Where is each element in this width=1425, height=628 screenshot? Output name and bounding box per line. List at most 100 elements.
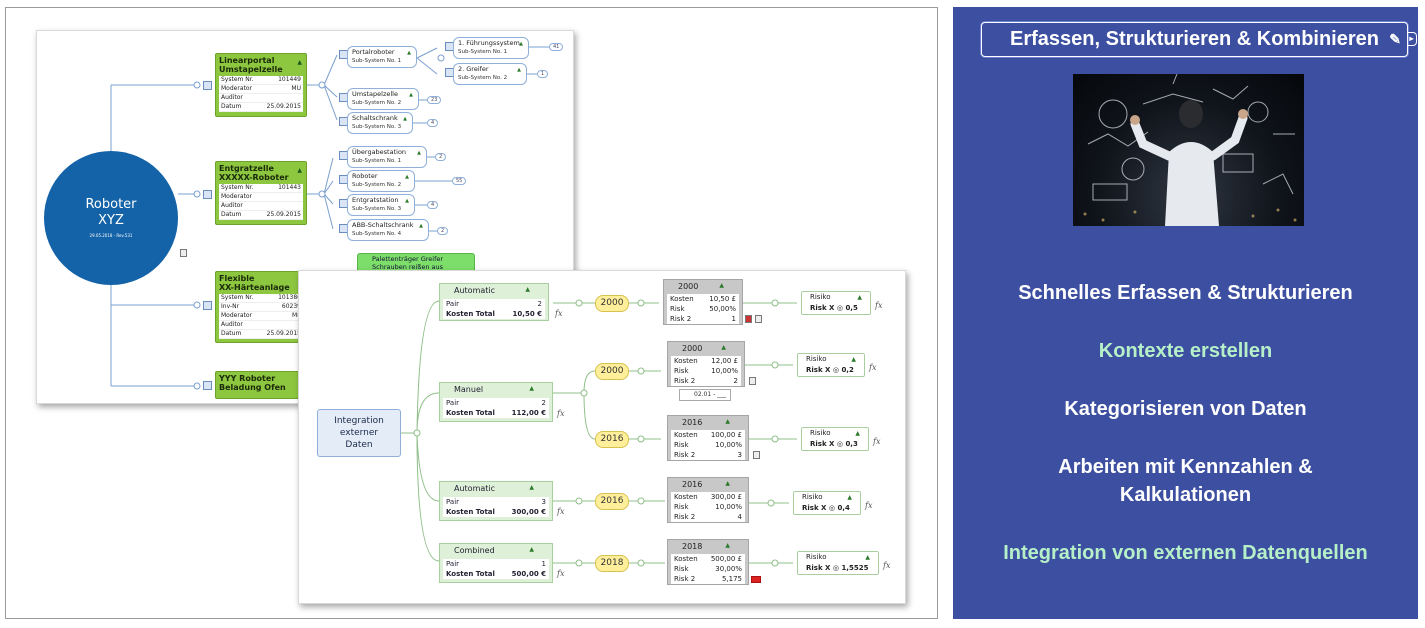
year-badge[interactable]: 2018 xyxy=(595,555,629,572)
central-topic-integration[interactable]: Integration externer Daten xyxy=(317,409,401,457)
collapse-arrow-icon[interactable]: ▲ xyxy=(529,546,534,553)
central-topic-title-2: XYZ xyxy=(98,213,124,228)
year-badge[interactable]: 2016 xyxy=(595,431,629,448)
feature-item-kontexte: Kontexte erstellen xyxy=(953,337,1418,365)
formula-icon[interactable]: fx xyxy=(865,501,873,510)
collapse-arrow-icon[interactable]: ▲ xyxy=(419,223,423,229)
formula-icon[interactable]: fx xyxy=(557,569,565,578)
collapse-arrow-icon[interactable]: ▲ xyxy=(865,554,870,561)
collapse-arrow-icon[interactable]: ▲ xyxy=(721,344,726,351)
collapse-arrow-icon[interactable]: ▲ xyxy=(417,150,421,156)
attachment-icon[interactable] xyxy=(745,315,752,323)
collapse-arrow-icon[interactable]: ▲ xyxy=(719,282,724,289)
topic-yyy-roboter[interactable]: YYY Roboter Beladung Ofen xyxy=(215,371,307,399)
feature-label: Kalkulationen xyxy=(1119,484,1252,506)
topic-haerteanlage[interactable]: Flexible XX-Härteanlage System Nr.101386… xyxy=(215,271,307,343)
collapse-arrow-icon[interactable]: ▲ xyxy=(519,41,523,47)
collapse-arrow-icon[interactable]: ▲ xyxy=(405,174,409,180)
count-badge[interactable]: 4 xyxy=(427,201,439,209)
count-badge[interactable]: 23 xyxy=(427,96,442,104)
collapse-arrow-icon[interactable]: ▲ xyxy=(725,542,730,549)
risk-card[interactable]: Risiko▲ Risk X ◎ 0,5 xyxy=(801,291,871,315)
count-badge[interactable]: 2 xyxy=(437,227,449,235)
note-icon[interactable] xyxy=(753,451,760,459)
collapse-arrow-icon[interactable]: ▲ xyxy=(403,116,407,122)
topic-title: Umstapelzelle xyxy=(219,65,283,74)
formula-icon[interactable]: fx xyxy=(555,309,563,318)
topic-linearportal[interactable]: Linearportal Umstapelzelle ▲ System Nr.1… xyxy=(215,53,307,117)
collapse-arrow-icon[interactable]: ▲ xyxy=(847,494,852,501)
feature-item-kennzahlen: Arbeiten mit Kennzahlen &Kalkulationen xyxy=(953,453,1418,509)
collapse-arrow-icon[interactable]: ▲ xyxy=(529,484,534,491)
collapse-arrow-icon[interactable]: ▲ xyxy=(297,167,302,174)
collapse-arrow-icon[interactable]: ▲ xyxy=(405,198,409,204)
topic-entgratzelle[interactable]: Entgratzelle XXXXX-Roboter ▲ System Nr.1… xyxy=(215,161,307,225)
year-badge[interactable]: 2000 xyxy=(595,363,629,380)
note-icon[interactable] xyxy=(749,377,756,385)
mindmap-integration: Integration externer Daten Automatic▲ Pa… xyxy=(298,270,906,604)
edit-pen-icon[interactable]: ✎ xyxy=(1389,31,1401,47)
collapse-arrow-icon[interactable]: ▲ xyxy=(857,294,862,301)
risk-card[interactable]: Risiko▲ Risk X ◎ 0,4 xyxy=(793,491,861,515)
count-badge[interactable]: 2 xyxy=(435,153,447,161)
risk-card[interactable]: Risiko▲ Risk X ◎ 0,3 xyxy=(801,427,869,451)
formula-icon[interactable]: fx xyxy=(557,409,565,418)
collapse-arrow-icon[interactable]: ▲ xyxy=(525,286,530,293)
count-badge[interactable]: 4 xyxy=(427,119,439,127)
formula-icon[interactable]: fx xyxy=(869,363,877,372)
collapse-arrow-icon[interactable]: ▲ xyxy=(517,67,521,73)
date-field[interactable]: 02.01 - ___ xyxy=(679,389,731,401)
collapse-arrow-icon[interactable]: ▲ xyxy=(725,418,730,425)
formula-icon[interactable]: fx xyxy=(883,561,891,570)
note-icon[interactable] xyxy=(755,315,762,323)
count-badge[interactable]: 1 xyxy=(537,70,549,78)
collapse-arrow-icon[interactable]: ▲ xyxy=(855,430,860,437)
feature-item-integration: Integration von externen Datenquellen xyxy=(953,539,1418,567)
note-icon[interactable] xyxy=(180,249,187,257)
year-badge[interactable]: 2016 xyxy=(595,493,629,510)
risk-card[interactable]: Risiko▲ Risk X ◎ 1,5525 xyxy=(797,551,879,575)
count-badge[interactable]: 41 xyxy=(549,43,564,51)
expand-arrow-icon[interactable]: ▸ xyxy=(1407,32,1417,46)
collapse-arrow-icon[interactable]: ▲ xyxy=(297,59,302,66)
video-icon[interactable] xyxy=(751,576,761,583)
formula-icon[interactable]: fx xyxy=(557,507,565,516)
collapse-arrow-icon[interactable]: ▲ xyxy=(409,92,413,98)
feature-label: Kontexte erstellen xyxy=(1098,340,1273,362)
feature-panel: Erfassen, Strukturieren & Kombinieren ✎ … xyxy=(953,7,1418,619)
year-badge[interactable]: 2000 xyxy=(595,295,629,312)
formula-icon[interactable]: fx xyxy=(875,301,883,310)
panel-header-button[interactable]: Erfassen, Strukturieren & Kombinieren ✎ … xyxy=(981,22,1417,57)
count-badge[interactable]: 55 xyxy=(452,177,467,185)
collapse-arrow-icon[interactable]: ▲ xyxy=(725,480,730,487)
formula-icon[interactable]: fx xyxy=(873,437,881,446)
collapse-arrow-icon[interactable]: ▲ xyxy=(407,50,411,56)
collapse-arrow-icon[interactable]: ▲ xyxy=(529,385,534,392)
topic-title: Beladung Ofen xyxy=(219,383,286,392)
collapse-arrow-icon[interactable]: ▲ xyxy=(851,356,856,363)
panel-header-label: Erfassen, Strukturieren & Kombinieren xyxy=(1010,28,1379,50)
risk-card[interactable]: Risiko▲ Risk X ◎ 0,2 xyxy=(797,353,865,377)
topic-icon xyxy=(203,190,212,199)
